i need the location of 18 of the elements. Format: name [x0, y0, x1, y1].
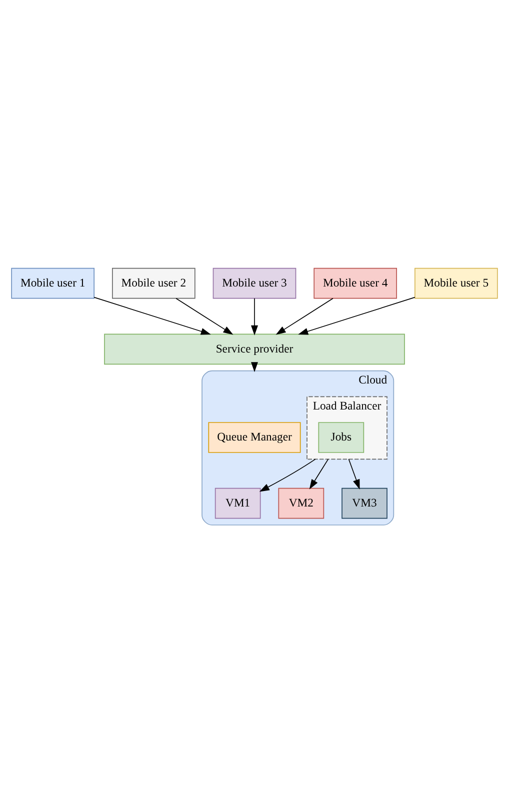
- arrow: [259, 458, 316, 492]
- node-box: Mobile user 4: [314, 268, 397, 299]
- node-box: Mobile user 3: [212, 268, 296, 299]
- node-box: VM1: [214, 488, 261, 519]
- arrow: [94, 296, 211, 335]
- arrow: [309, 458, 329, 490]
- node-box: VM2: [278, 488, 324, 519]
- node-box: Mobile user 1: [11, 268, 94, 299]
- arrow: [276, 298, 334, 335]
- arrow: [348, 458, 360, 490]
- node-box: Jobs: [318, 422, 364, 453]
- arrow: [251, 298, 258, 336]
- arrow: [298, 296, 416, 335]
- arrow: [176, 298, 234, 335]
- node-box: VM3: [342, 488, 388, 519]
- node-box: Queue Manager: [208, 422, 301, 453]
- node-box: Mobile user 2: [112, 268, 196, 299]
- node-box: Mobile user 5: [414, 268, 498, 299]
